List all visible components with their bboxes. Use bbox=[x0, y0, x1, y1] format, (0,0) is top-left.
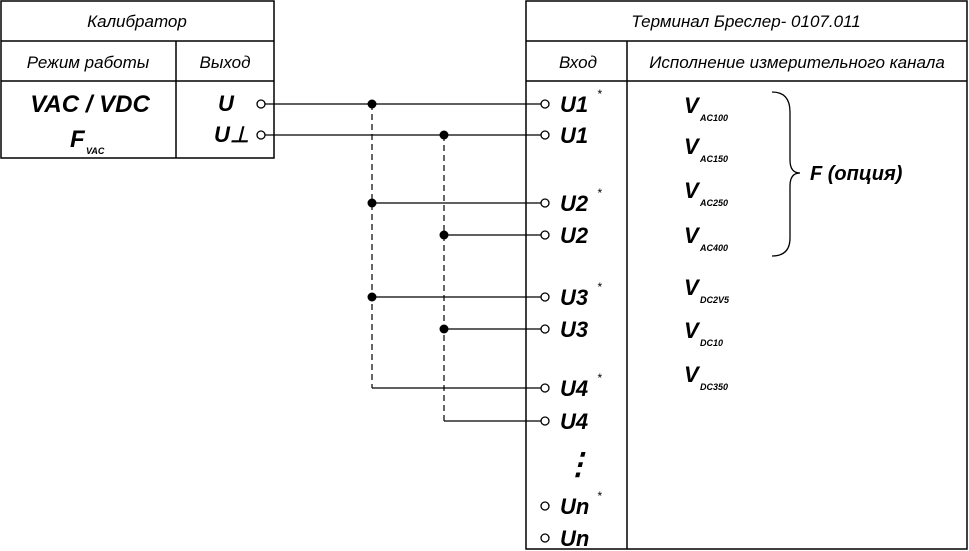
input-label: U1 bbox=[560, 92, 588, 117]
calibrator-mode-header: Режим работы bbox=[27, 53, 150, 72]
terminal-title: Терминал Бреслер- 0107.011 bbox=[631, 12, 860, 31]
channel-v: V bbox=[684, 318, 701, 343]
calibrator-out-u: U bbox=[218, 91, 235, 116]
channel-v: V bbox=[684, 362, 701, 387]
input-mark: * bbox=[597, 186, 602, 200]
channel-sub: AC100 bbox=[699, 113, 728, 123]
input-label: Un bbox=[560, 526, 589, 551]
option-brace bbox=[771, 91, 801, 257]
input-label: U4 bbox=[560, 409, 588, 434]
channel-v: V bbox=[684, 134, 701, 159]
terminal-input-header: Вход bbox=[559, 53, 597, 72]
input-label: U3 bbox=[560, 285, 588, 310]
junction-dots bbox=[367, 99, 449, 334]
dashed-buses bbox=[371, 104, 445, 421]
calibrator-out-ugnd: U⊥ bbox=[214, 122, 249, 147]
calibrator-table bbox=[0, 0, 275, 159]
terminal-input-circles bbox=[540, 99, 550, 543]
option-label: F (опция) bbox=[810, 163, 903, 185]
input-ellipsis: ⋮ bbox=[563, 448, 593, 481]
input-mark: * bbox=[597, 489, 602, 503]
calibrator-output-header: Выход bbox=[199, 53, 250, 72]
calibrator-mode-f: F bbox=[70, 126, 86, 153]
calibrator-title: Калибратор bbox=[87, 12, 187, 31]
channel-sub: DC10 bbox=[700, 338, 723, 348]
channel-sub: AC150 bbox=[699, 154, 728, 164]
calibrator-mode-f-sub: VAC bbox=[86, 146, 105, 156]
input-label: Un bbox=[560, 494, 589, 519]
channel-sub: DC2V5 bbox=[700, 295, 730, 305]
input-label: U4 bbox=[560, 376, 588, 401]
channel-v: V bbox=[684, 178, 701, 203]
channel-sub: DC350 bbox=[700, 382, 728, 392]
calibrator-terminals bbox=[256, 99, 266, 140]
input-label: U2 bbox=[560, 191, 589, 216]
wires bbox=[265, 103, 541, 422]
channel-sub: AC400 bbox=[699, 243, 728, 253]
input-mark: * bbox=[597, 87, 602, 101]
input-mark: * bbox=[597, 371, 602, 385]
input-label: U1 bbox=[560, 123, 588, 148]
channel-v: V bbox=[684, 275, 701, 300]
input-label: U3 bbox=[560, 317, 588, 342]
input-mark: * bbox=[597, 280, 602, 294]
channel-sub: AC250 bbox=[699, 198, 728, 208]
input-label: U2 bbox=[560, 223, 589, 248]
terminal-channel-header: Исполнение измерительного канала bbox=[649, 53, 945, 72]
channel-v: V bbox=[684, 93, 701, 118]
channel-v: V bbox=[684, 223, 701, 248]
terminal-table bbox=[525, 0, 968, 550]
calibrator-mode-vac-vdc: VAC / VDC bbox=[30, 91, 150, 118]
